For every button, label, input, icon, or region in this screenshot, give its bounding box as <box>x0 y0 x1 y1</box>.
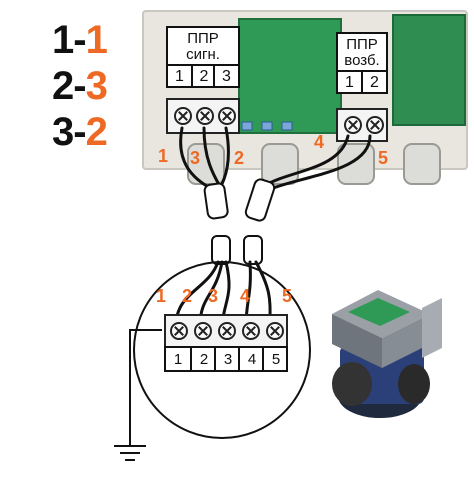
sensor-wire-number: 1 <box>156 286 167 306</box>
screw-icon <box>196 107 214 125</box>
sensor-terminal-labels: 1 2 3 4 5 <box>164 346 288 372</box>
signal-terminal-label: 2 <box>191 66 215 88</box>
screw-icon <box>266 322 284 340</box>
board-wire-number: 3 <box>190 148 201 168</box>
sensor-screw-block <box>164 314 288 348</box>
board-cable-glands <box>187 121 441 185</box>
signal-label-box: ППР сигн. 1 2 3 <box>166 26 240 88</box>
excitation-terminal-row: 1 2 <box>338 70 386 94</box>
signal-label-title: ППР <box>187 30 219 47</box>
excitation-terminal-label: 2 <box>361 72 386 94</box>
sensor-wire-number: 4 <box>240 286 251 306</box>
mapping-left: 2 <box>52 64 74 108</box>
mapping-left: 3 <box>52 110 74 154</box>
mapping-legend: 1-1 2-3 3-2 <box>52 18 108 158</box>
sensor-terminal-label: 5 <box>262 348 288 370</box>
mapping-right: 3 <box>85 64 108 108</box>
sensor-wire-number: 5 <box>282 286 293 306</box>
board-wire-number: 5 <box>378 148 389 168</box>
screw-icon <box>218 322 236 340</box>
mapping-right: 2 <box>85 110 108 154</box>
board-wire-number: 1 <box>158 146 169 166</box>
excitation-label-box: ППР возб. 1 2 <box>336 32 388 94</box>
sensor-terminal-label: 3 <box>214 348 240 370</box>
screw-icon <box>366 116 384 134</box>
excitation-terminal-block <box>336 108 388 142</box>
sensor-terminal-label: 2 <box>190 348 216 370</box>
module-pcb <box>392 14 466 126</box>
mapping-right: 1 <box>85 18 108 62</box>
sensor-terminal-label: 4 <box>238 348 264 370</box>
sensor-wire-number: 2 <box>182 286 193 306</box>
board-wire-number: 2 <box>234 148 245 168</box>
mapping-row-2: 2-3 <box>52 64 108 108</box>
excitation-label-title: ППР <box>346 36 378 53</box>
sensor-terminal-label: 1 <box>173 350 183 368</box>
board-wire-number: 4 <box>314 132 325 152</box>
signal-terminal-row: 1 2 3 <box>168 64 238 88</box>
flowmeter-photo-icon <box>332 290 442 418</box>
screw-icon <box>170 322 188 340</box>
screw-icon <box>174 107 192 125</box>
excitation-terminal-label: 1 <box>345 74 354 91</box>
signal-label-subtitle: сигн. <box>186 46 220 63</box>
sensor-wire-number: 3 <box>208 286 219 306</box>
mapping-left: 1 <box>52 18 74 62</box>
screw-icon <box>242 322 260 340</box>
ground-icon <box>114 445 146 461</box>
screw-icon <box>344 116 362 134</box>
signal-terminal-label: 1 <box>175 68 184 85</box>
signal-terminal-label: 3 <box>213 66 238 88</box>
excitation-label-subtitle: возб. <box>344 52 380 69</box>
screw-icon <box>218 107 236 125</box>
mapping-row-3: 3-2 <box>52 110 108 154</box>
screw-icon <box>194 322 212 340</box>
mapping-row-1: 1-1 <box>52 18 108 62</box>
